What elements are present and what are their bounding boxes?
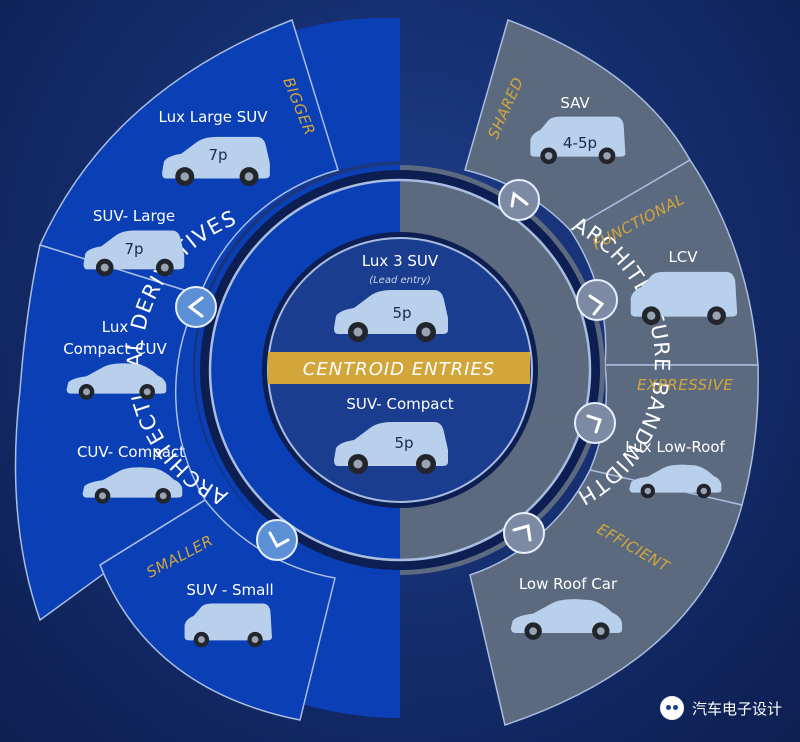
capacity-label: 4-5p [563,134,597,152]
vehicle-label: LCV [668,248,698,266]
capacity-label: 7p [124,240,143,258]
chevron-left-lower-icon[interactable] [256,519,298,561]
watermark: 汽车电子设计 [659,696,782,720]
chevron-left-upper-icon[interactable] [175,286,217,328]
centroid-banner-text: CENTROID ENTRIES [303,359,495,380]
vehicle-suv-compact: SUV- Compact 5p [334,395,454,474]
chevron-right-4-icon[interactable] [503,512,545,554]
vehicle-suv-large: SUV- Large 7p [83,207,185,277]
chevron-right-3-icon[interactable] [574,402,616,444]
vehicle-label: Lux Large SUV [159,108,269,126]
chevron-right-2-icon[interactable] [576,279,618,321]
capacity-label: 5p [394,434,413,452]
outer-ring [208,178,592,562]
watermark-text: 汽车电子设计 [691,699,782,718]
capacity-label: 5p [392,304,411,322]
vehicle-label: SUV - Small [186,581,273,599]
vehicle-lux-3-suv: Lux 3 SUV (Lead entry) 5p [334,252,448,342]
ring-band [200,170,600,570]
efficient-wedge [469,469,743,726]
wechat-icon [659,696,684,720]
lead-entry-note: (Lead entry) [369,275,431,286]
vehicle-cuv-compact: CUV- Compact [77,443,185,504]
vehicle-low-roof-car: Low Roof Car [510,575,623,640]
centroid-banner: CENTROID ENTRIES [268,352,530,384]
vehicle-label: Low Roof Car [519,575,618,593]
capacity-label: 7p [208,146,227,164]
vehicle-label: SUV- Compact [346,395,453,413]
vehicle-sav: SAV 4-5p [530,94,626,165]
chevron-right-1-icon[interactable] [498,179,540,221]
category-expressive: EXPRESSIVE [637,376,733,394]
vehicle-label: SUV- Large [93,207,175,225]
vehicle-suv-small: SUV - Small [184,581,274,648]
vehicle-lux-large-suv: Lux Large SUV 7p [159,108,270,187]
vehicle-label: CUV- Compact [77,443,185,461]
vehicle-lux-low-roof: Lux Low-Roof [625,438,726,499]
vehicle-label: Lux Low-Roof [625,438,725,456]
vehicle-lcv: LCV [630,248,738,326]
left-middle-wedge [14,244,206,622]
vehicle-label: SAV [560,94,590,112]
vehicle-label: Lux 3 SUV [362,252,439,270]
